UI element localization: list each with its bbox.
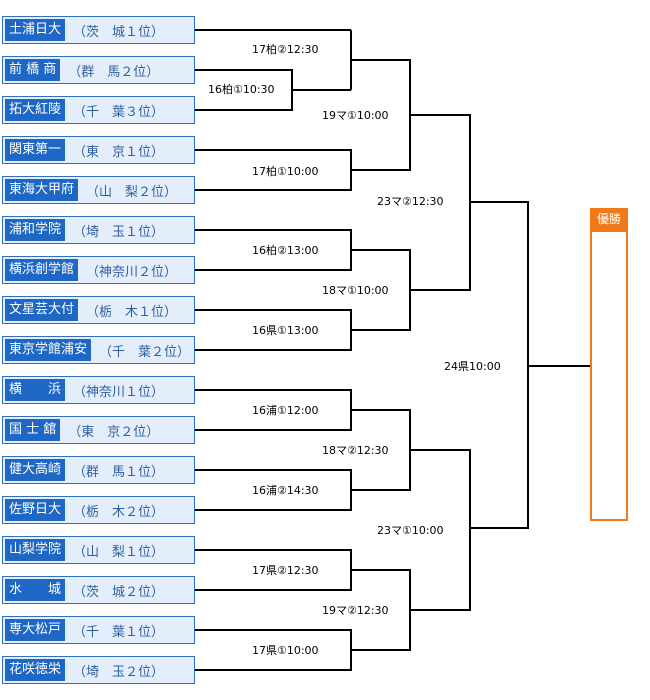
match-label: 17柏①10:00 <box>252 165 319 178</box>
team-seed: （東 京２位） <box>68 424 160 440</box>
team-row: 山梨学院 （山 梨１位） <box>2 536 195 564</box>
team-seed: （栃 木２位） <box>73 504 165 520</box>
team-seed: （千 葉３位） <box>73 104 165 120</box>
match-label: 24県10:00 <box>444 360 501 373</box>
team-name: 佐野日大 <box>5 499 66 521</box>
bracket-line-r3-join-bottom <box>410 449 471 611</box>
match-label: 16浦①12:00 <box>252 404 319 417</box>
team-row: 拓大紅陵 （千 葉３位） <box>2 96 195 124</box>
match-label: 17県②12:30 <box>252 564 319 577</box>
team-row: 土浦日大 （茨 城１位） <box>2 16 195 44</box>
team-name: 専大松戸 <box>5 619 66 641</box>
team-name: 拓大紅陵 <box>5 99 66 121</box>
team-row: 横浜創学館 （神奈川２位） <box>2 256 195 284</box>
team-row: 専大松戸 （千 葉１位） <box>2 616 195 644</box>
team-seed: （山 梨１位） <box>73 544 165 560</box>
match-label: 23マ①10:00 <box>377 524 444 537</box>
team-name: 国 士 舘 <box>5 419 61 441</box>
team-row: 前 橋 商 （群 馬２位） <box>2 56 195 84</box>
team-row: 花咲徳栄 （埼 玉２位） <box>2 656 195 684</box>
team-seed: （神奈川２位） <box>86 264 178 280</box>
champion-title: 優勝 <box>590 208 628 230</box>
team-seed: （茨 城１位） <box>73 24 165 40</box>
team-row: 水 城 （茨 城２位） <box>2 576 195 604</box>
team-seed: （山 梨２位） <box>86 184 178 200</box>
team-name: 横 浜 <box>5 379 66 401</box>
team-row: 健大高崎 （群 馬１位） <box>2 456 195 484</box>
match-label: 16柏①10:30 <box>208 83 275 96</box>
team-name: 健大高崎 <box>5 459 66 481</box>
team-row: 東海大甲府 （山 梨２位） <box>2 176 195 204</box>
team-name: 浦和学院 <box>5 219 66 241</box>
match-label: 18マ①10:00 <box>322 284 389 297</box>
champion-box <box>590 230 628 521</box>
team-name: 文星芸大付 <box>5 299 79 321</box>
team-name: 花咲徳栄 <box>5 659 66 681</box>
team-seed: （千 葉１位） <box>73 624 165 640</box>
team-name: 山梨学院 <box>5 539 66 561</box>
team-seed: （茨 城２位） <box>73 584 165 600</box>
match-label: 16浦②14:30 <box>252 484 319 497</box>
team-name: 関東第一 <box>5 139 66 161</box>
team-seed: （群 馬２位） <box>68 64 160 80</box>
team-seed: （栃 木１位） <box>86 304 178 320</box>
team-name: 土浦日大 <box>5 19 66 41</box>
team-row: 横 浜 （神奈川１位） <box>2 376 195 404</box>
team-row: 関東第一 （東 京１位） <box>2 136 195 164</box>
match-label: 17県①10:00 <box>252 644 319 657</box>
team-row: 国 士 舘 （東 京２位） <box>2 416 195 444</box>
match-label: 19マ②12:30 <box>322 604 389 617</box>
match-label: 19マ①10:00 <box>322 109 389 122</box>
team-seed: （東 京１位） <box>73 144 165 160</box>
team-row: 浦和学院 （埼 玉１位） <box>2 216 195 244</box>
team-seed: （埼 玉１位） <box>73 224 165 240</box>
match-label: 18マ②12:30 <box>322 444 389 457</box>
match-label: 17柏②12:30 <box>252 43 319 56</box>
team-name: 東海大甲府 <box>5 179 79 201</box>
team-seed: （神奈川１位） <box>73 384 165 400</box>
match-label: 16柏②13:00 <box>252 244 319 257</box>
match-label: 23マ②12:30 <box>377 195 444 208</box>
team-seed: （千 葉２位） <box>99 344 191 360</box>
team-row: 文星芸大付 （栃 木１位） <box>2 296 195 324</box>
team-name: 水 城 <box>5 579 66 601</box>
team-row: 東京学館浦安 （千 葉２位） <box>2 336 195 364</box>
team-name: 前 橋 商 <box>5 59 61 81</box>
team-name: 横浜創学館 <box>5 259 79 281</box>
match-label: 16県①13:00 <box>252 324 319 337</box>
team-seed: （群 馬１位） <box>73 464 165 480</box>
team-seed: （埼 玉２位） <box>73 664 165 680</box>
team-name: 東京学館浦安 <box>5 339 92 361</box>
team-row: 佐野日大 （栃 木２位） <box>2 496 195 524</box>
